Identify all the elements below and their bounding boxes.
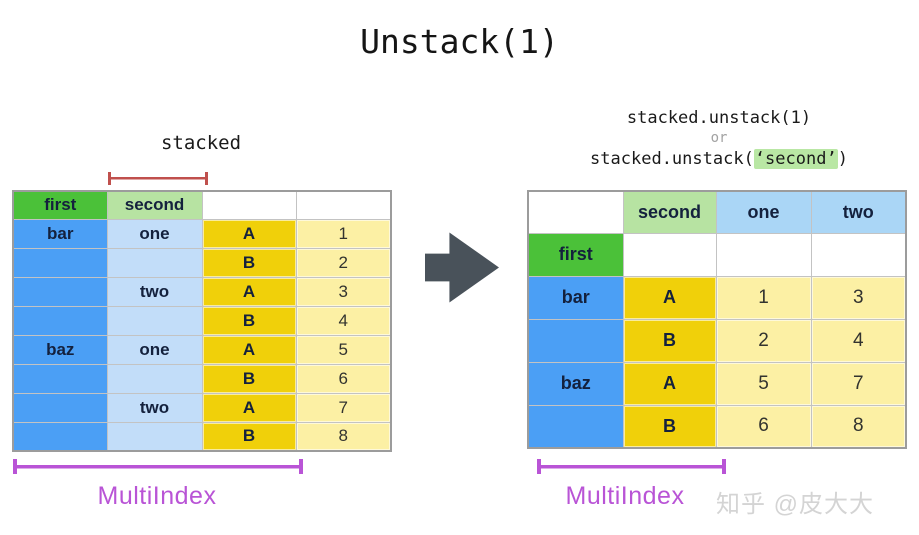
table-cell xyxy=(810,232,907,277)
table-cell: 1 xyxy=(295,218,392,249)
table-cell: baz xyxy=(527,361,624,406)
table-cell: bar xyxy=(527,275,624,320)
table-cell: 8 xyxy=(295,421,392,452)
table-cell xyxy=(527,318,624,363)
table-cell: 4 xyxy=(810,318,907,363)
table-cell: two xyxy=(106,276,203,307)
table-cell: B xyxy=(201,421,297,452)
table-cell xyxy=(527,404,624,449)
table-cell: one xyxy=(715,190,812,234)
table-cell: first xyxy=(527,232,624,277)
table-cell: A xyxy=(201,276,297,307)
table-cell xyxy=(715,232,812,277)
table-cell: 6 xyxy=(295,363,392,394)
table-row: baz A 5 7 xyxy=(527,361,907,406)
second-highlight: ‘second’ xyxy=(753,149,838,169)
table-cell xyxy=(527,190,624,234)
table-row: first xyxy=(527,232,907,277)
table-cell xyxy=(12,276,108,307)
table-cell: first xyxy=(12,190,108,220)
left-multiindex-label: MultiIndex xyxy=(97,482,217,510)
table-cell: one xyxy=(106,334,203,365)
page-title: Unstack(1) xyxy=(360,22,559,61)
table-cell: 7 xyxy=(810,361,907,406)
table-cell: two xyxy=(810,190,907,234)
table-cell: A xyxy=(622,275,717,320)
table-cell xyxy=(106,421,203,452)
table-cell xyxy=(12,392,108,423)
table-row: two A 3 xyxy=(12,276,392,307)
table-cell: B xyxy=(201,247,297,278)
stacked-table: first second bar one A 1 B 2 two A 3 B xyxy=(12,190,392,452)
table-row: baz one A 5 xyxy=(12,334,392,365)
table-cell: 8 xyxy=(810,404,907,449)
table-cell: 2 xyxy=(295,247,392,278)
table-cell xyxy=(12,421,108,452)
table-cell xyxy=(12,305,108,336)
table-cell xyxy=(106,305,203,336)
table-cell: B xyxy=(201,305,297,336)
table-cell: B xyxy=(622,404,717,449)
table-cell xyxy=(106,247,203,278)
left-multiindex-bracket xyxy=(13,459,303,474)
table-cell: 4 xyxy=(295,305,392,336)
table-row: B 6 xyxy=(12,363,392,394)
table-row: B 2 xyxy=(12,247,392,278)
table-cell: 5 xyxy=(715,361,812,406)
table-row: B 4 xyxy=(12,305,392,336)
right-multiindex-label: MultiIndex xyxy=(565,482,685,510)
table-cell: baz xyxy=(12,334,108,365)
table-cell: second xyxy=(622,190,717,234)
unstacked-table: second one two first bar A 1 3 B 2 4 baz… xyxy=(527,190,907,449)
caption-prefix: stacked.unstack( xyxy=(590,149,754,169)
table-cell: A xyxy=(622,361,717,406)
table-cell: 2 xyxy=(715,318,812,363)
right-multiindex-bracket xyxy=(537,459,726,474)
table-cell: 3 xyxy=(295,276,392,307)
table-cell: 5 xyxy=(295,334,392,365)
table-row: bar A 1 3 xyxy=(527,275,907,320)
caption-suffix: ) xyxy=(837,149,848,169)
table-row: B 8 xyxy=(12,421,392,452)
table-cell: 1 xyxy=(715,275,812,320)
table-cell: A xyxy=(201,392,297,423)
table-cell xyxy=(106,363,203,394)
table-cell: second xyxy=(106,190,203,220)
table-cell: two xyxy=(106,392,203,423)
table-cell xyxy=(12,363,108,394)
unstack-caption-line1: stacked.unstack(1) xyxy=(626,108,812,128)
stacked-caption: stacked xyxy=(160,132,242,154)
unstack-caption-line3: stacked.unstack(‘second’) xyxy=(530,148,908,171)
unstack-caption-or: or xyxy=(710,130,728,146)
table-cell: B xyxy=(622,318,717,363)
table-cell: 7 xyxy=(295,392,392,423)
table-cell xyxy=(12,247,108,278)
watermark: 知乎 @皮大大 xyxy=(716,491,875,518)
table-row: B 2 4 xyxy=(527,318,907,363)
table-cell: B xyxy=(201,363,297,394)
table-cell xyxy=(295,190,392,220)
table-cell xyxy=(622,232,717,277)
table-cell: A xyxy=(201,334,297,365)
table-cell: bar xyxy=(12,218,108,249)
table-header-row: first second xyxy=(12,190,392,220)
right-arrow-icon xyxy=(425,232,499,303)
table-row: B 6 8 xyxy=(527,404,907,449)
table-cell: 6 xyxy=(715,404,812,449)
second-column-span-bracket xyxy=(108,172,208,185)
unstack-caption: stacked.unstack(1) or stacked.unstack(‘s… xyxy=(530,108,908,171)
table-cell: one xyxy=(106,218,203,249)
table-header-row: second one two xyxy=(527,190,907,234)
table-cell: A xyxy=(201,218,297,249)
table-cell: 3 xyxy=(810,275,907,320)
table-row: two A 7 xyxy=(12,392,392,423)
table-cell xyxy=(201,190,297,220)
table-row: bar one A 1 xyxy=(12,218,392,249)
